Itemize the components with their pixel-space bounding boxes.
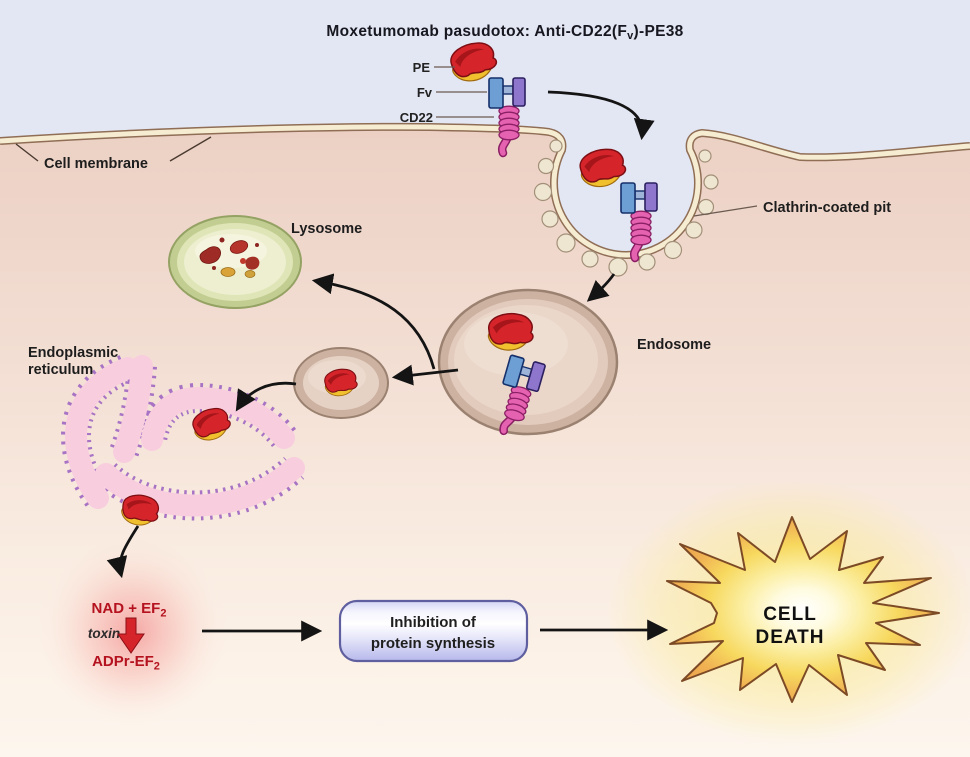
cell-death-burst [666, 516, 940, 703]
clathrin-pit-label: Clathrin-coated pit [763, 200, 891, 216]
reaction-substrate: NAD + EF2 [92, 600, 167, 620]
endoplasmic-reticulum [61, 354, 305, 521]
arrow-vesicle-to-er [235, 381, 297, 412]
pointer-lines [15, 66, 758, 217]
svg-text:reticulum: reticulum [28, 362, 93, 378]
svg-text:DEATH: DEATH [755, 627, 824, 648]
svg-text:Endoplasmic: Endoplasmic [28, 345, 118, 361]
cell-membrane-label: Cell membrane [44, 156, 148, 172]
reaction-enzyme-label: toxin [88, 626, 120, 641]
arrow-binding-to-pit [547, 90, 655, 141]
arrow-pit-to-endosome [586, 273, 616, 302]
fv-label: Fv [417, 85, 433, 100]
reaction-arrow-icon [117, 617, 145, 654]
lysosome [168, 215, 302, 309]
reaction-product: ADPr-EF2 [92, 653, 160, 673]
degraded-toxin-fragments [199, 237, 260, 278]
cd22-label: CD22 [400, 110, 433, 125]
endosome [437, 288, 619, 436]
inhibition-box: Inhibition of protein synthesis [338, 599, 529, 663]
clathrin-pit-pointer [693, 205, 758, 217]
clathrin-coat [533, 139, 719, 277]
arrow-endosome-to-vesicle [391, 364, 459, 386]
cell-membrane-pointer-left [15, 143, 39, 162]
svg-text:CELL: CELL [763, 604, 817, 625]
inhibition-line1: Inhibition of [390, 614, 477, 631]
lysosome-label: Lysosome [291, 221, 362, 237]
inhibition-line2: protein synthesis [371, 635, 495, 652]
er-label: Endoplasmic reticulum [28, 345, 118, 378]
arrow-toxin-to-reaction [106, 525, 140, 579]
pe-label: PE [413, 60, 431, 75]
arrow-endosome-to-lysosome [311, 273, 436, 370]
cell-membrane-pointer-right [169, 136, 212, 162]
diagram-title: Moxetumomab pasudotox: Anti-CD22(Fv)-PE3… [326, 23, 683, 42]
endosome-label: Endosome [637, 337, 711, 353]
flow-arrows [106, 90, 669, 642]
adp-ribosylation-reaction: NAD + EF2 toxin ADPr-EF2 [88, 600, 167, 673]
cell-death-label: CELL DEATH [755, 604, 824, 648]
